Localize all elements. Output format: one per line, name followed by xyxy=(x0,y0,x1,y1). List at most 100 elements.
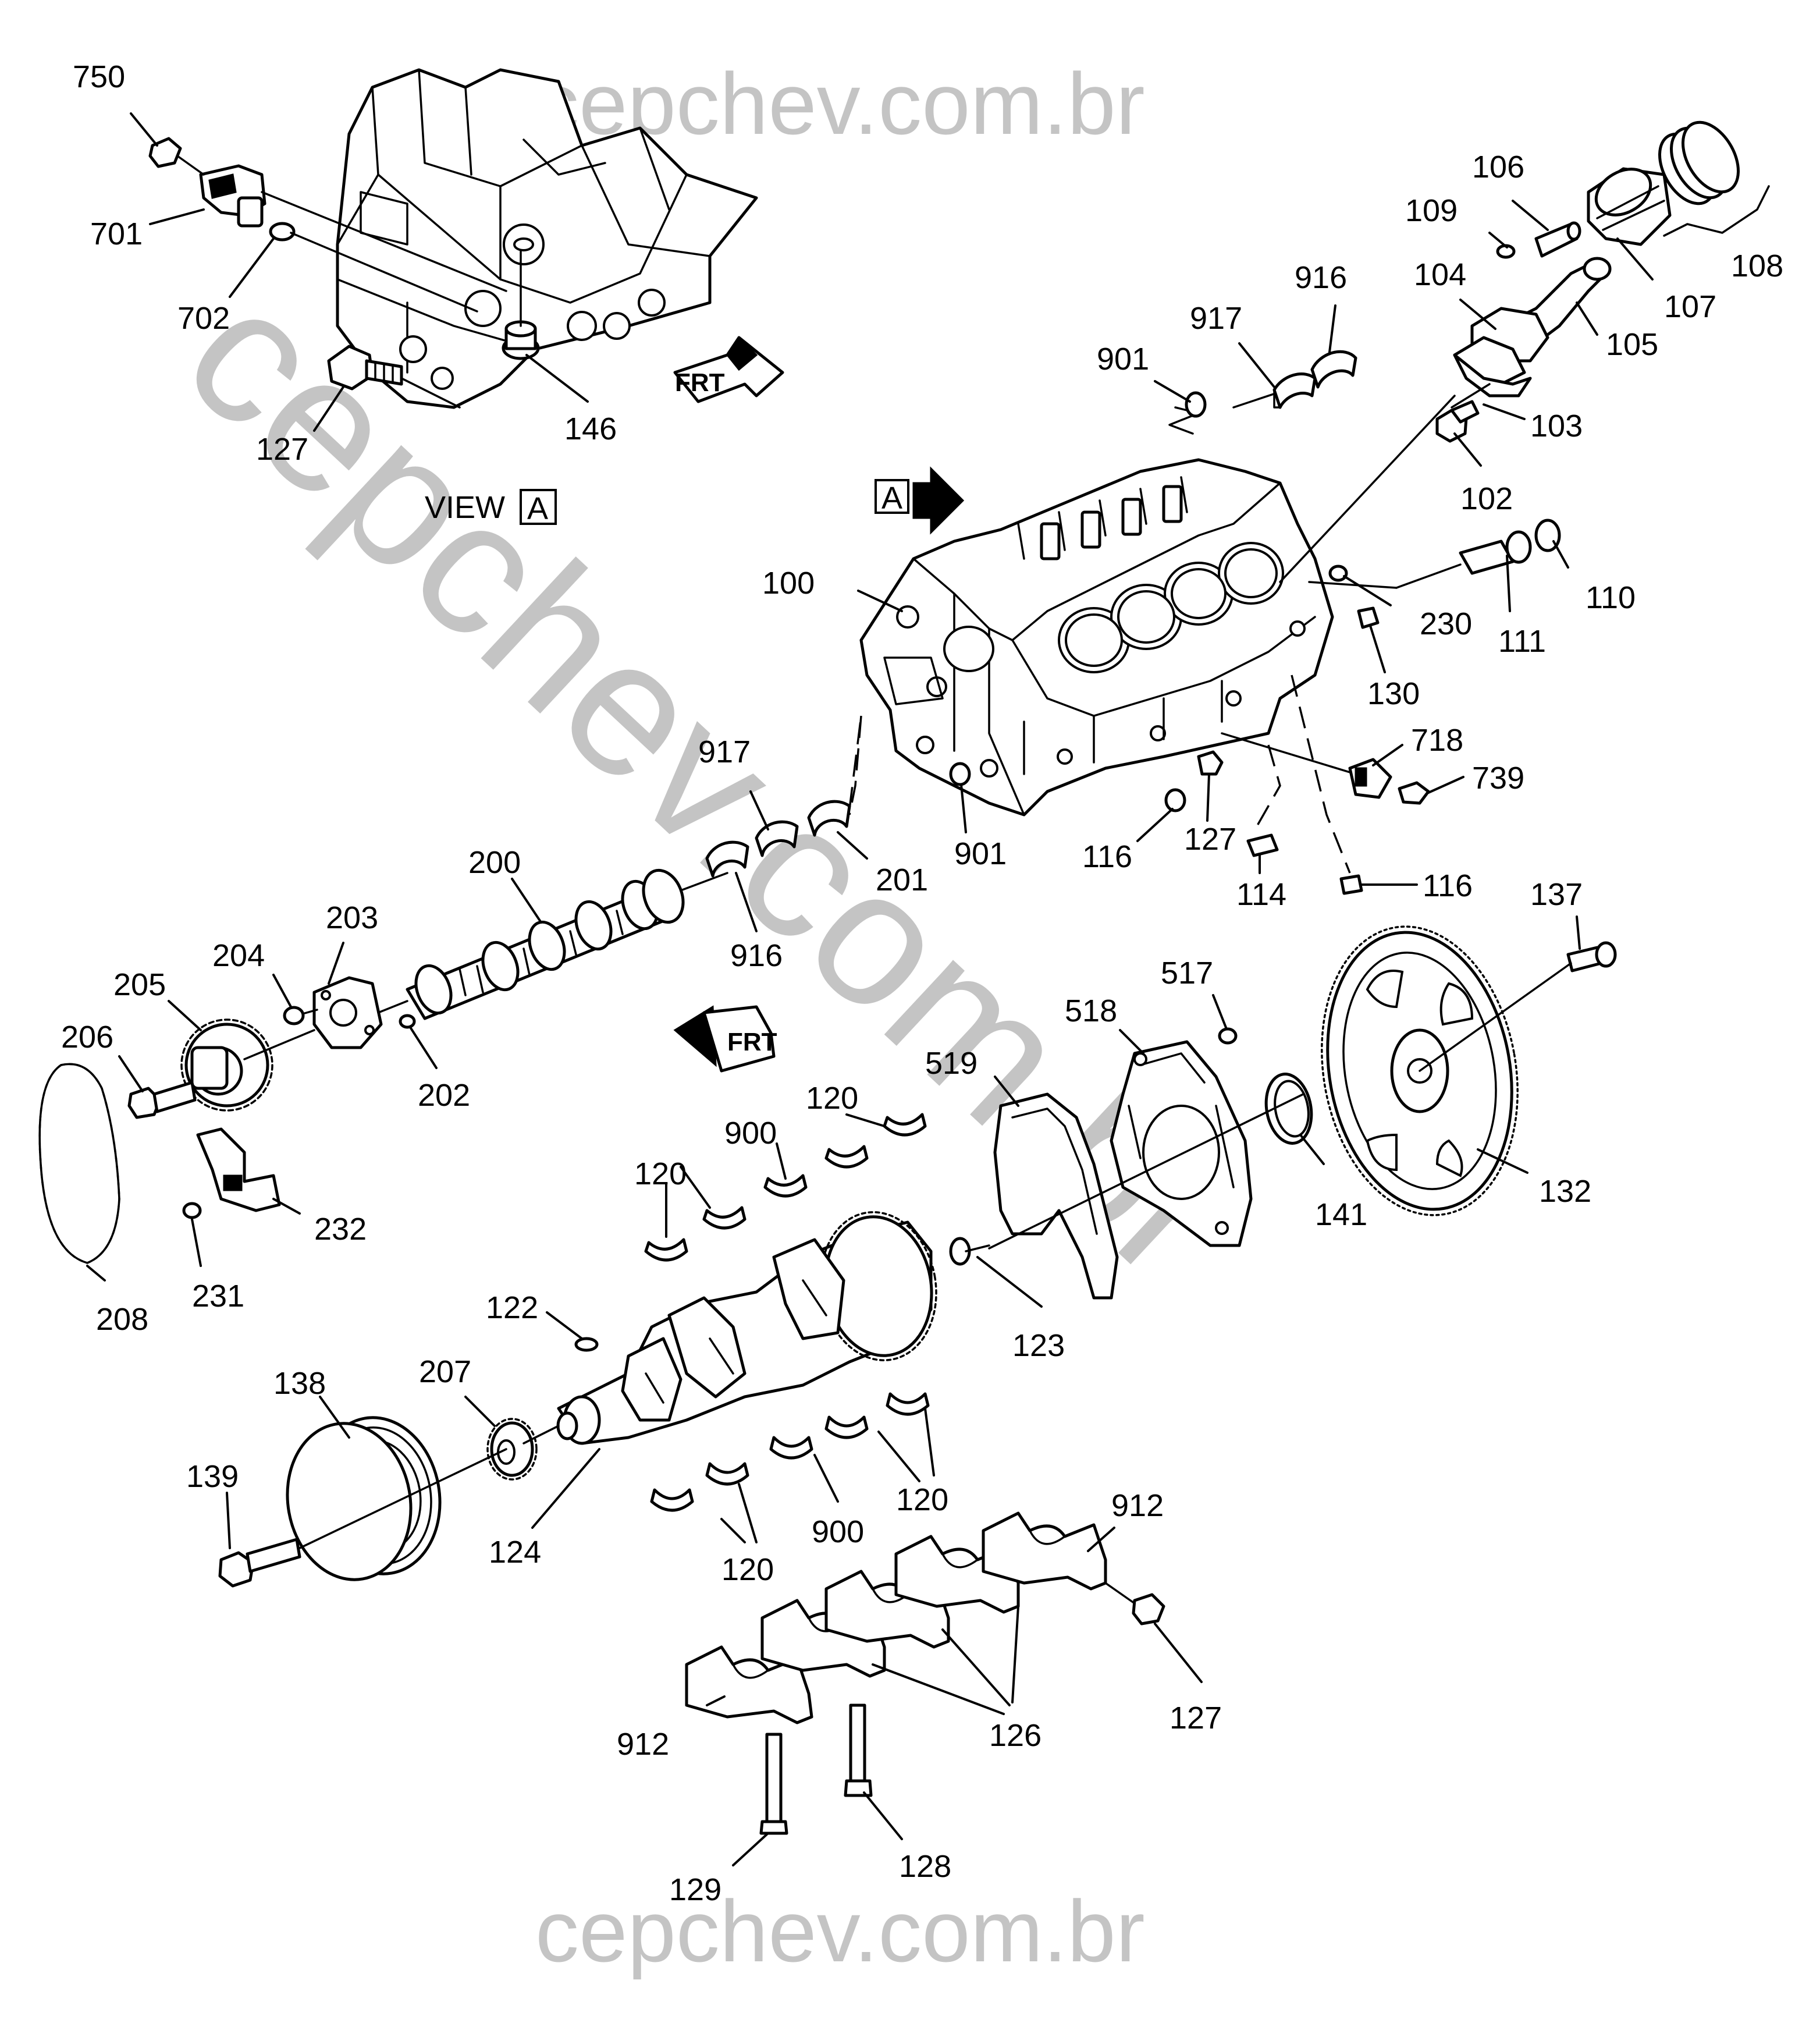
main-cap-912-upper xyxy=(982,1511,1107,1591)
front-arrow-lower: FRT xyxy=(673,1005,777,1073)
balancer-138 xyxy=(286,1416,442,1581)
plate-203 xyxy=(312,976,383,1049)
bearing-shells-lower xyxy=(650,1392,930,1512)
front-arrow-top: FRT xyxy=(673,336,784,403)
callout-912-upper: 912 xyxy=(1111,1488,1164,1523)
bolt-128 xyxy=(844,1703,873,1797)
tensioner-232 xyxy=(196,1127,281,1212)
callout-900-a: 900 xyxy=(724,1116,777,1151)
callout-230: 230 xyxy=(1420,606,1472,641)
callout-146: 146 xyxy=(564,411,617,446)
callout-108: 108 xyxy=(1731,249,1783,283)
callout-203: 203 xyxy=(326,900,378,935)
callout-120-d: 120 xyxy=(721,1552,774,1587)
callout-207: 207 xyxy=(419,1354,471,1389)
bolt-517 xyxy=(1218,1027,1238,1045)
callout-127-block: 127 xyxy=(1184,822,1236,857)
callout-130: 130 xyxy=(1367,676,1420,711)
callout-750: 750 xyxy=(73,59,125,94)
callout-718: 718 xyxy=(1411,723,1463,758)
seal-702 xyxy=(269,222,296,242)
view-a-label: VIEW A xyxy=(425,489,557,526)
callout-100: 100 xyxy=(762,566,815,601)
callout-917-cam: 917 xyxy=(698,734,751,769)
view-marker-letter: A xyxy=(881,481,902,516)
frt-label-lower: FRT xyxy=(727,1028,777,1056)
callout-129: 129 xyxy=(669,1872,721,1907)
callout-124: 124 xyxy=(489,1535,541,1570)
main-cap-912-lower xyxy=(685,1645,813,1724)
bolt-206 xyxy=(127,1081,197,1119)
callout-106: 106 xyxy=(1472,150,1524,184)
frt-label-top: FRT xyxy=(675,368,725,397)
callout-120-a: 120 xyxy=(806,1081,858,1116)
callout-120-c: 120 xyxy=(896,1482,948,1517)
piston-107 xyxy=(1587,167,1672,246)
sensor-701 xyxy=(199,164,266,228)
view-label-text: VIEW xyxy=(425,490,505,525)
crankshaft-124 xyxy=(556,1211,937,1445)
callout-701: 701 xyxy=(90,217,143,251)
callout-912-lower: 912 xyxy=(617,1727,669,1762)
callout-122: 122 xyxy=(486,1290,538,1325)
key-122 xyxy=(574,1337,599,1352)
plug-146 xyxy=(502,320,540,360)
callout-107: 107 xyxy=(1664,289,1716,324)
callout-205: 205 xyxy=(113,967,166,1002)
bolt-204 xyxy=(283,1006,318,1025)
timing-chain-208 xyxy=(38,1063,120,1264)
gasket-519 xyxy=(993,1092,1119,1300)
stud-129 xyxy=(759,1733,788,1835)
callout-128: 128 xyxy=(899,1849,951,1884)
leader-lines xyxy=(86,112,1654,1866)
plug-116-side xyxy=(1164,788,1186,812)
bolt-127-block xyxy=(1197,750,1224,776)
callout-123: 123 xyxy=(1012,1328,1065,1363)
callout-132: 132 xyxy=(1539,1174,1591,1209)
view-a-marker: A xyxy=(875,466,965,535)
callout-102: 102 xyxy=(1460,481,1513,516)
callout-916-cam: 916 xyxy=(730,938,783,973)
sensor-718 xyxy=(1348,758,1392,799)
callout-110: 110 xyxy=(1586,580,1636,615)
callout-202: 202 xyxy=(418,1078,470,1113)
callout-517: 517 xyxy=(1161,956,1213,991)
callout-109: 109 xyxy=(1405,193,1458,228)
main-cap-126c xyxy=(894,1535,1020,1614)
bearing-916-cam xyxy=(705,840,749,878)
bolt-127-view xyxy=(327,345,403,391)
callout-111: 111 xyxy=(1498,624,1546,659)
rear-cover-518 xyxy=(1110,1040,1253,1247)
callout-104: 104 xyxy=(1414,257,1466,292)
sprocket-207 xyxy=(486,1418,538,1481)
callout-518: 518 xyxy=(1065,993,1117,1028)
callout-206: 206 xyxy=(61,1020,113,1055)
bolt-750 xyxy=(148,137,205,176)
piston-rings-108 xyxy=(1658,120,1770,237)
callout-232: 232 xyxy=(314,1212,367,1247)
sensor-111 xyxy=(1459,530,1532,575)
plug-130 xyxy=(1357,606,1380,629)
callout-231: 231 xyxy=(192,1279,244,1314)
plug-901-side xyxy=(949,762,971,786)
bearing-shells-upper xyxy=(644,1113,927,1262)
bearing-201 xyxy=(807,800,851,837)
seal-141 xyxy=(1264,1073,1313,1145)
gear-205 xyxy=(180,1018,273,1112)
callout-204: 204 xyxy=(212,938,265,973)
watermark-bottom: cepchev.com.br xyxy=(535,1882,1145,1980)
plug-230 xyxy=(1328,565,1348,582)
bolt-231 xyxy=(182,1202,202,1219)
callout-739: 739 xyxy=(1472,761,1524,796)
callout-141: 141 xyxy=(1315,1197,1367,1232)
callout-901-side: 901 xyxy=(954,836,1007,871)
bolt-137 xyxy=(1566,941,1617,973)
callout-201: 201 xyxy=(876,863,928,897)
callout-138: 138 xyxy=(273,1366,326,1401)
callout-116-bottom: 116 xyxy=(1423,868,1473,903)
bolt-739 xyxy=(1398,781,1430,805)
callout-126: 126 xyxy=(989,1718,1041,1753)
bearing-917-top xyxy=(1272,372,1317,409)
cap-103 xyxy=(1453,353,1532,397)
